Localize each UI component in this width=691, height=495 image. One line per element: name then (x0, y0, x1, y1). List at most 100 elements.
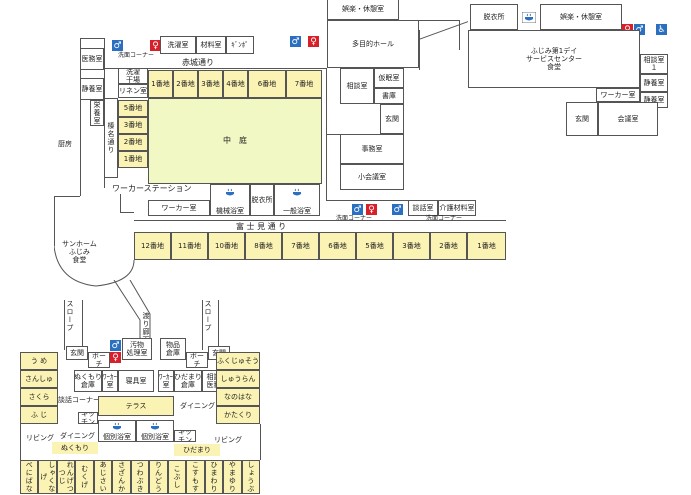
general-bath: 一般浴室 (274, 184, 320, 216)
unit-bottom-6: 6番地 (319, 232, 356, 260)
annex-worker: ワーカー室 (596, 88, 640, 102)
center-entrance-label: 玄関 (385, 114, 399, 123)
women-toilet-icon: ♀ (150, 40, 161, 51)
library: 書庫 (374, 88, 404, 104)
men-toilet-icon: ♂ (352, 204, 363, 215)
courtyard-label: 中 庭 (223, 136, 247, 146)
nukumori-unit: ぬくもり (52, 442, 98, 454)
women-toilet-icon: ♀ (622, 24, 633, 35)
private-bath-right: 個別浴室 (136, 420, 174, 442)
room-left-4: ふ じ (20, 406, 58, 424)
room-right-3: なのはな (216, 388, 260, 406)
kitchen-left: キッチン (78, 412, 98, 424)
room-bottom-label: やまゆり (228, 461, 237, 493)
men-toilet-icon: ♂ (112, 40, 123, 51)
porch-right: ポーチ (186, 352, 208, 368)
worker-station-label: ワーカーステーション (112, 184, 192, 193)
rec-lounge-top: 娯楽・休憩室 (327, 0, 399, 20)
machine-bath-label: 機械浴室 (216, 206, 244, 215)
room-bottom-label: べにばな (25, 461, 34, 493)
room-bottom: しょうぶ (241, 460, 261, 494)
south-entrance-left-label: 玄関 (70, 348, 84, 357)
unit-bottom-5: 5番地 (356, 232, 393, 260)
unit-left-5-label: 5番地 (123, 104, 143, 113)
medical-room-label: 医務室 (81, 54, 103, 63)
bath-icon (293, 188, 301, 196)
room-bottom: むくげ (75, 460, 94, 494)
wall-line (80, 38, 104, 39)
kitchen-right-label: キッチン (178, 430, 192, 442)
unit-left-1: 1番地 (118, 151, 148, 168)
porch-right-label: ポーチ (190, 352, 204, 368)
bedding-room: 寝具室 (118, 370, 154, 392)
fuji-street-label: 富 士 見 通 り (236, 222, 287, 231)
nap-room: 仮眠室 (374, 68, 404, 88)
terrace: テラス (98, 396, 174, 416)
dining-right-label: ダイニング (180, 402, 215, 410)
nutrition-room: 栄養室 (90, 100, 104, 126)
library-label: 書庫 (382, 91, 396, 100)
unit-bottom-1: 1番地 (467, 232, 506, 260)
kitchen-label: 厨房 (58, 140, 72, 148)
room-bottom-label: むくげ (80, 465, 89, 489)
unit-left-2: 2番地 (118, 134, 148, 151)
materials-room: 材料室 (196, 36, 226, 54)
machine-bath: 機械浴室 (210, 184, 250, 216)
annex-day-center: ふじみ第1デイ サービスセンター 食堂 (468, 30, 640, 88)
annex-entrance-label: 玄関 (575, 114, 589, 123)
unit-left-3: 3番地 (118, 117, 148, 134)
room-bottom: こすもす (186, 460, 205, 494)
consult-room: 相談室 (340, 68, 374, 104)
dining-left-label: ダイニング (60, 432, 95, 440)
center-changing: 脱衣所 (250, 184, 274, 216)
annex-entrance: 玄関 (566, 102, 598, 136)
wall-line (20, 424, 21, 460)
room-bottom: りんどう (149, 460, 168, 494)
room-right-1-label: ふくじゅそう (217, 356, 259, 365)
room-bottom: べにばな (20, 460, 39, 494)
women-toilet-icon: ♀ (308, 36, 319, 47)
worker-room-label: ワーカー室 (161, 203, 197, 212)
linen-room: リネン室 (118, 84, 148, 98)
men-toilet-icon: ♂ (290, 36, 301, 47)
wall-line (459, 20, 460, 50)
unit-bottom-1-label: 1番地 (477, 241, 496, 250)
wall-line (120, 212, 134, 213)
bedding-room-label: 寝具室 (125, 376, 147, 385)
annex-meeting: 会議室 (598, 102, 658, 136)
multi-hall-label: 多目的ホール (352, 39, 394, 48)
unit-top-7-label: 7番地 (294, 79, 314, 88)
south-entrance-left: 玄関 (66, 346, 88, 360)
annex-consult-label: 相談室１ (643, 55, 665, 72)
wall-line (399, 20, 459, 21)
nukumori-storage: ぬくもり 倉庫 (74, 370, 102, 392)
general-bath-label: 一般浴室 (283, 206, 311, 215)
room-right-4: かたくり (216, 406, 260, 424)
soiled-room-label: 汚物 処理室 (126, 340, 148, 357)
wall-line (218, 300, 219, 350)
annex-rec-lounge-label: 娯楽・休憩室 (560, 12, 602, 21)
talk-corner-label: 談話コーナー (58, 396, 100, 404)
nutrition-room-label: 栄養室 (93, 101, 102, 125)
room-right-4-label: かたくり (224, 410, 252, 419)
wall-line (120, 194, 121, 212)
sunhome-dining: サンホーム ふじみ 食堂 (62, 240, 97, 264)
women-toilet-icon: ♀ (366, 204, 377, 215)
connector-wall (419, 21, 468, 40)
men-toilet-icon: ♂ (110, 340, 121, 351)
wall-line (80, 38, 81, 196)
annex-rest-label: 静養室 (643, 78, 665, 87)
unit-left-1-label: 1番地 (123, 155, 143, 164)
multi-purpose-hall: 多目的ホール (327, 20, 419, 68)
room-left-3: さくら (20, 388, 58, 406)
women-toilet-icon: ♀ (110, 352, 121, 363)
unit-top-6: 6番地 (248, 70, 286, 98)
unit-bottom-11: 11番地 (171, 232, 208, 260)
south-worker-label: ﾜｰｶｰ 室 (103, 372, 117, 389)
private-bath-left: 個別浴室 (98, 420, 136, 442)
room-left-2-label: さんしゅ (25, 374, 53, 383)
center-entrance: 玄関 (380, 104, 404, 134)
room-bottom: れんげつつじ (56, 460, 76, 494)
room-bottom-label: ひまわり (209, 461, 218, 493)
wall-line (326, 200, 476, 201)
